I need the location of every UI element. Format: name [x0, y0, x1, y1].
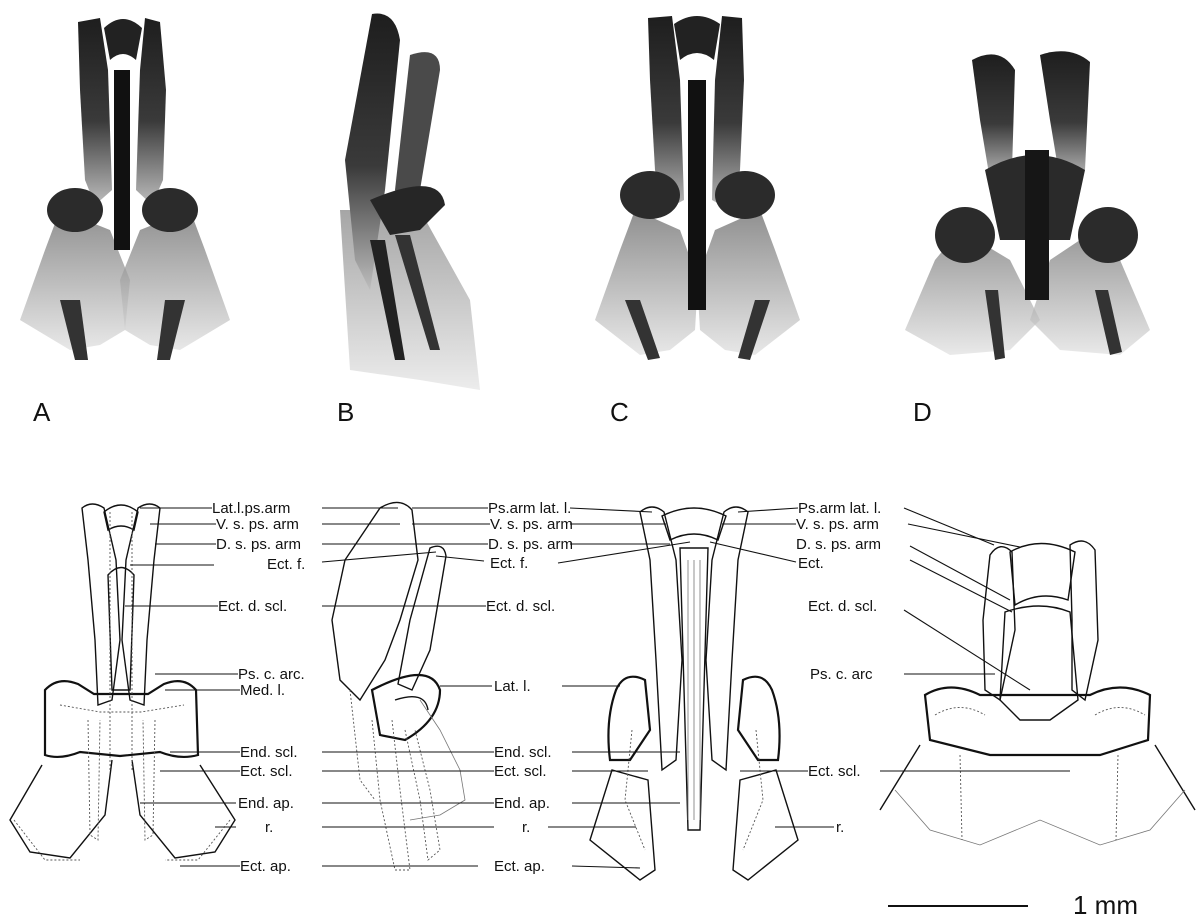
- label-a-ect-ap: Ect. ap.: [240, 858, 291, 875]
- label-c-end-scl: End. scl.: [494, 744, 552, 761]
- photo-d: [905, 51, 1150, 360]
- photo-c: [595, 16, 800, 360]
- label-a-end-ap: End. ap.: [238, 795, 294, 812]
- label-a-med-l: Med. l.: [240, 682, 285, 699]
- drawing-a: [10, 504, 235, 860]
- label-a-ect-f: Ect. f.: [267, 556, 305, 573]
- label-d-ps-arm-lat-l: Ps.arm lat. l.: [798, 500, 881, 517]
- photo-b: [340, 14, 480, 390]
- label-a-lat-l-ps-arm: Lat.l.ps.arm: [212, 500, 290, 517]
- label-d-r: r.: [836, 819, 844, 836]
- label-c-ps-arm-lat-l: Ps.arm lat. l.: [488, 500, 571, 517]
- panel-letter-a: A: [33, 397, 51, 427]
- panel-letter-d: D: [913, 397, 932, 427]
- photo-a: [20, 18, 230, 360]
- scale-bar-label: 1 mm: [1073, 890, 1138, 920]
- drawing-c: [590, 507, 798, 880]
- panel-letter-b: B: [337, 397, 354, 427]
- panel-letter-c: C: [610, 397, 629, 427]
- label-c-d-s-ps-arm: D. s. ps. arm: [488, 536, 573, 553]
- label-c-v-s-ps-arm: V. s. ps. arm: [490, 516, 573, 533]
- label-c-end-ap: End. ap.: [494, 795, 550, 812]
- label-c-ect-f: Ect. f.: [490, 555, 528, 572]
- drawing-d: [880, 541, 1195, 845]
- label-c-ect-ap: Ect. ap.: [494, 858, 545, 875]
- label-a-ect-d-scl: Ect. d. scl.: [218, 598, 287, 615]
- label-a-ps-c-arc: Ps. c. arc.: [238, 666, 305, 683]
- label-a-ect-scl: Ect. scl.: [240, 763, 293, 780]
- label-d-ps-c-arc: Ps. c. arc: [810, 666, 873, 683]
- label-d-v-s-ps-arm: V. s. ps. arm: [796, 516, 879, 533]
- label-a-r: r.: [265, 819, 273, 836]
- label-c-ect-d-scl: Ect. d. scl.: [486, 598, 555, 615]
- label-c-r: r.: [522, 819, 530, 836]
- label-a-d-s-ps-arm: D. s. ps. arm: [216, 536, 301, 553]
- label-c-ect-scl: Ect. scl.: [494, 763, 547, 780]
- label-d-ect-scl: Ect. scl.: [808, 763, 861, 780]
- label-c-lat-l: Lat. l.: [494, 678, 531, 695]
- label-a-v-s-ps-arm: V. s. ps. arm: [216, 516, 299, 533]
- label-d-ect-d-scl: Ect. d. scl.: [808, 598, 877, 615]
- label-d-d-s-ps-arm: D. s. ps. arm: [796, 536, 881, 553]
- label-d-ect: Ect.: [798, 555, 824, 572]
- label-a-end-scl: End. scl.: [240, 744, 298, 761]
